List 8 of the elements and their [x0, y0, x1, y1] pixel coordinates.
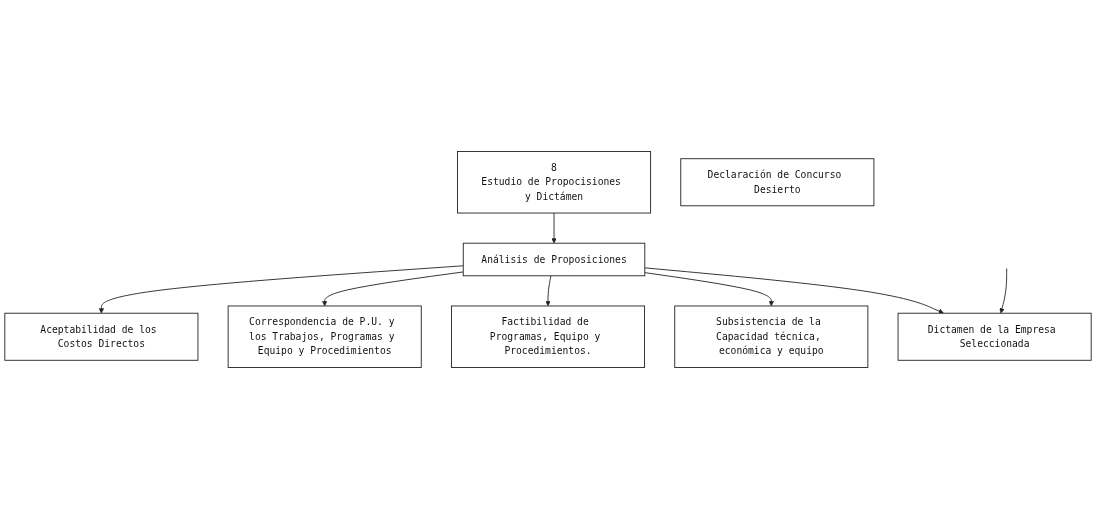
- node-box: Aceptabilidad de los Costos Directos: [4, 312, 199, 361]
- node-box: 8 Estudio de Propocisiones y Dictámen: [457, 151, 652, 214]
- node-box: Declaración de Concurso Desierto: [680, 158, 875, 207]
- node-box: Factibilidad de Programas, Equipo y Procedimientos.: [451, 305, 645, 368]
- node-box: Subsistencia de la Capacidad técnica, económica y equipo: [674, 305, 869, 368]
- node-box: Dictamen de la Empresa Seleccionada: [897, 312, 1092, 361]
- node-box: Análisis de Proposiciones: [462, 242, 646, 277]
- node-box: Correspondencia de P.U. y los Trabajos, Programas y Equipo y Procedimientos: [227, 305, 422, 368]
